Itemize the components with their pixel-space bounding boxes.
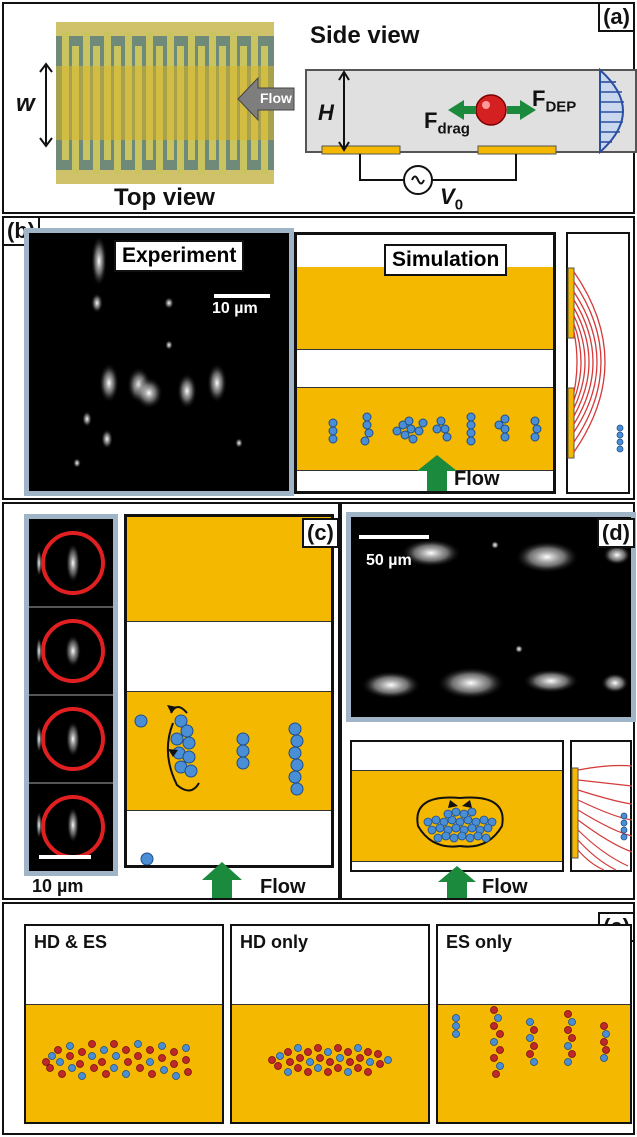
panel-b: (b) Experiment 10 µm [2,216,635,500]
fdep-label: FDEP [532,86,576,115]
panel-d-label: (d) [596,518,635,548]
panel-e-col2-particles [268,1044,392,1076]
panel-e: (e) HD & ES HD only [2,902,635,1135]
width-arrow [39,62,53,148]
width-label: w [16,90,35,117]
panel-d: 50 µm (d) Flow [340,502,636,900]
panel-c-upper-electrode [127,517,331,622]
experiment-scalebar-label: 10 µm [212,300,258,317]
panel-e-col1-title: HD & ES [34,932,108,952]
panel-c-particles [134,705,304,865]
panel-c-flow-label: Flow [260,876,306,898]
panel-e-col2-title: HD only [240,932,309,952]
voltage-sub: 0 [454,196,464,214]
fdrag-sub: drag [437,120,470,138]
experiment-caption: Experiment [114,240,245,272]
panel-c-simulation [124,514,334,868]
panel-d-flow-arrow-icon [438,866,476,898]
panel-c-flow-arrow-icon [202,862,242,898]
panel-c-label: (c) [302,518,339,548]
fdep-base: F [532,86,546,111]
field-lines-diagram [566,232,630,494]
panel-e-col-hd-es: HD & ES [24,924,224,1124]
panel-d-flow-label: Flow [482,876,528,898]
panel-e-col-hd-only: HD only [230,924,430,1124]
panel-e-col3-title: ES only [446,932,513,952]
experiment-image-strip [24,514,118,876]
panel-d-particle-clusters [359,535,631,699]
side-view-channel-diagram [305,67,637,195]
fdep-sub: DEP [545,98,577,116]
panel-c-scalebar-label: 10 µm [32,876,84,896]
panel-d-simulation [350,740,564,872]
panel-e-col3-particles [452,1006,610,1078]
panel-d-field-lines-diagram [570,740,633,872]
simulation-upper-electrode [297,267,553,350]
flow-arrow-label: Flow [260,90,292,106]
height-label: H [318,100,334,125]
fdrag-base: F [424,108,438,133]
experiment-strip-frames [29,531,113,859]
experiment-fluorescence-image [24,228,294,496]
voltage-label: V0 [440,184,463,213]
panel-d-scalebar-label: 50 µm [366,552,412,569]
simulation-caption: Simulation [384,244,508,276]
simulation-lower-electrode [297,387,553,471]
panel-d-particles [416,796,504,848]
panel-c: 10 µm Flow (c) [2,502,340,900]
panel-a: (a) Top view w Flow Side view [2,2,637,214]
fdrag-label: Fdrag [424,108,470,137]
panel-d-fluorescence-image [346,512,636,722]
experiment-scalebar [214,294,270,298]
simulation-view [294,232,556,494]
panel-e-col-es-only: ES only [436,924,632,1124]
flow-arrow-icon [237,76,295,122]
panel-e-col1-particles [42,1040,192,1080]
simulation-particles [328,412,542,491]
panel-a-label: (a) [598,2,635,32]
simulation-flow-label: Flow [454,468,500,490]
experiment-particle-glow [73,235,243,468]
voltage-base: V [440,184,455,209]
side-view-caption: Side view [310,22,420,49]
top-view-caption: Top view [114,184,215,211]
